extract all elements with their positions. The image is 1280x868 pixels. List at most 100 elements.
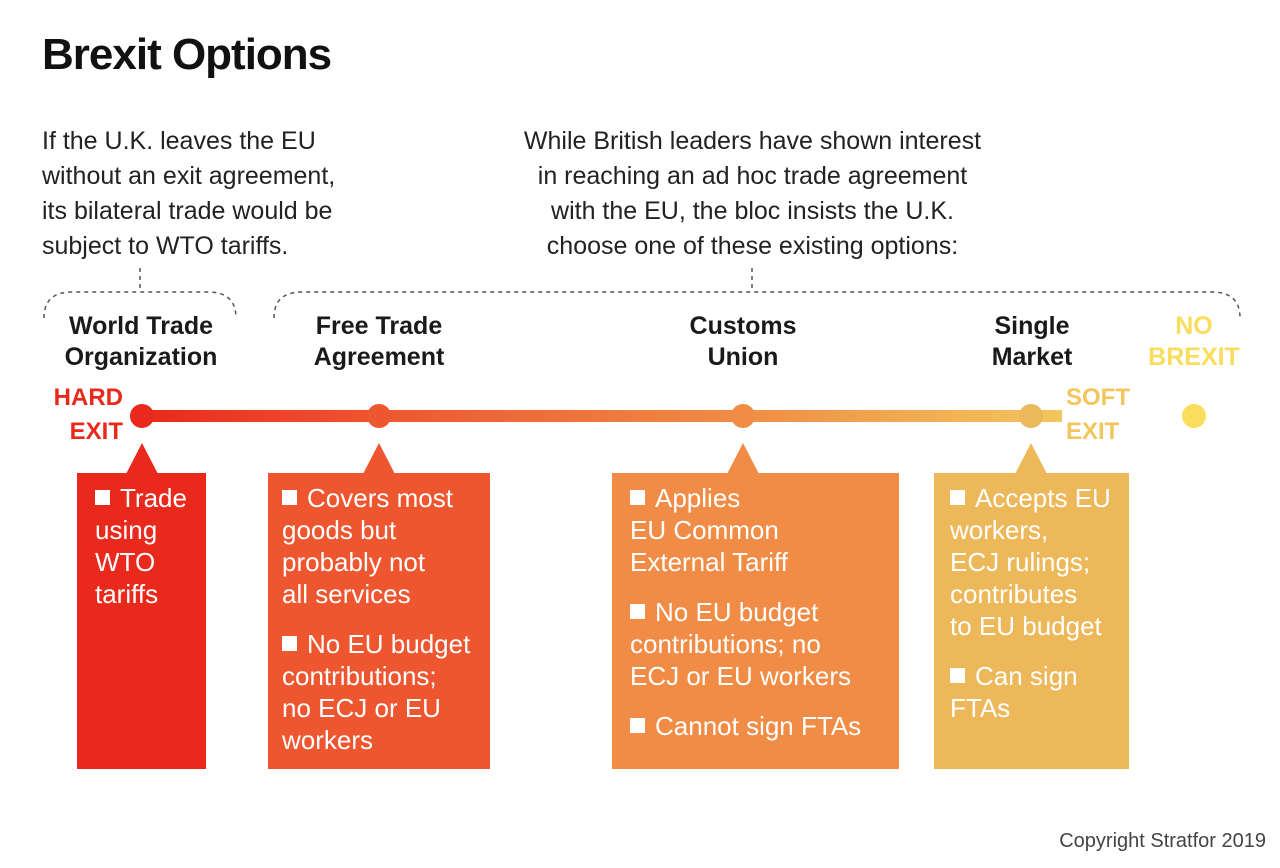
bullet-line: WTO xyxy=(95,547,156,577)
bullet-text: Can sign xyxy=(975,661,1078,691)
wto-bracket xyxy=(43,291,237,319)
bullet-square-icon xyxy=(950,490,965,505)
intro-left-line: subject to WTO tariffs. xyxy=(42,232,289,260)
label-line: BREXIT xyxy=(1148,343,1240,371)
hard-to-soft-spectrum xyxy=(140,410,1062,422)
label-line: EXIT xyxy=(1066,418,1120,445)
bullet-line: workers, xyxy=(950,515,1049,545)
bullet-square-icon xyxy=(95,490,110,505)
label-line: Agreement xyxy=(313,343,445,371)
intro-right-line: While British leaders have shown interes… xyxy=(523,127,982,155)
single-market-dot xyxy=(1019,404,1043,428)
label-line: HARD xyxy=(53,384,123,411)
options-explanation: While British leaders have shown interes… xyxy=(480,124,1025,264)
bullet-square-icon xyxy=(282,490,297,505)
bullet-square-icon xyxy=(950,668,965,683)
page-title: Brexit Options xyxy=(42,30,332,79)
wto-pointer xyxy=(126,443,158,474)
wto-dot xyxy=(130,404,154,428)
customs-pointer xyxy=(727,443,759,474)
bullet-line: ECJ rulings; xyxy=(950,547,1091,577)
intro-right-line: choose one of these existing options: xyxy=(546,232,959,260)
label-line: Single xyxy=(994,312,1070,340)
wto-box: Trade using WTO tariffs xyxy=(77,473,206,769)
bullet-line: to EU budget xyxy=(950,611,1102,641)
bullet-square-icon xyxy=(630,718,645,733)
options-bracket xyxy=(273,291,1241,319)
bullet-line: Can sign xyxy=(950,660,1111,692)
bullet-line: no ECJ or EU xyxy=(282,693,441,723)
bullet-line: Cannot sign FTAs xyxy=(630,710,881,742)
wto-explanation: If the U.K. leaves the EU without an exi… xyxy=(42,124,382,264)
bullet-text: Covers most xyxy=(307,483,453,513)
bullet-line: workers xyxy=(282,725,374,755)
label-line: Union xyxy=(707,343,779,371)
bullet-line: Covers most xyxy=(282,482,472,514)
label-line: Free Trade xyxy=(315,312,443,340)
bullet-line: probably not xyxy=(282,547,426,577)
bullet-square-icon xyxy=(630,604,645,619)
fta-label: Free Trade Agreement xyxy=(314,311,445,373)
wto-label: World Trade Organization xyxy=(65,311,218,373)
no-brexit-label: NO BREXIT xyxy=(1148,311,1240,373)
customs-union-box: Applies EU Common External Tariff No EU … xyxy=(612,473,899,769)
single-market-label: Single Market xyxy=(992,311,1073,373)
bullet-line: ECJ or EU workers xyxy=(630,661,852,691)
label-line: Market xyxy=(991,343,1073,371)
bullet-line: FTAs xyxy=(950,693,1011,723)
label-line: Customs xyxy=(689,312,797,340)
hard-exit-label: HARD EXIT xyxy=(54,381,123,449)
bullet-line: contributes xyxy=(950,579,1078,609)
bullet-line: all services xyxy=(282,579,411,609)
bullet-line: goods but xyxy=(282,515,397,545)
bullet-item: Cannot sign FTAs xyxy=(630,710,881,742)
soft-exit-label: SOFT EXIT xyxy=(1066,381,1130,449)
bullet-square-icon xyxy=(282,636,297,651)
intro-right-line: in reaching an ad hoc trade agreement xyxy=(537,162,968,190)
bullet-text: Trade xyxy=(120,483,187,513)
single-market-pointer xyxy=(1015,443,1047,474)
intro-left-line: its bilateral trade would be xyxy=(42,197,333,225)
bullet-item: Trade using WTO tariffs xyxy=(95,482,188,610)
bullet-line: Trade xyxy=(95,482,188,514)
label-line: World Trade xyxy=(68,312,214,340)
bullet-text: No EU budget xyxy=(655,597,819,627)
label-line: EXIT xyxy=(69,418,123,445)
bullet-item: Applies EU Common External Tariff xyxy=(630,482,881,578)
intro-left-line: If the U.K. leaves the EU xyxy=(42,127,316,155)
bullet-text: Applies xyxy=(655,483,741,513)
bullet-item: Accepts EU workers, ECJ rulings; contrib… xyxy=(950,482,1111,642)
bullet-item: Covers most goods but probably not all s… xyxy=(282,482,472,610)
bullet-item: No EU budget contributions; no ECJ or EU… xyxy=(630,596,881,692)
bullet-square-icon xyxy=(630,490,645,505)
single-market-box: Accepts EU workers, ECJ rulings; contrib… xyxy=(934,473,1129,769)
bullet-item: Can sign FTAs xyxy=(950,660,1111,724)
fta-pointer xyxy=(363,443,395,474)
fta-dot xyxy=(367,404,391,428)
bullet-line: No EU budget xyxy=(282,628,472,660)
label-line: SOFT xyxy=(1066,384,1130,411)
bullet-text: Cannot sign FTAs xyxy=(655,711,862,741)
copyright-notice: Copyright Stratfor 2019 xyxy=(1059,830,1266,852)
bullet-line: Applies xyxy=(630,482,881,514)
intro-right-line: with the EU, the bloc insists the U.K. xyxy=(551,197,954,225)
bullet-text: Accepts EU xyxy=(975,483,1111,513)
bullet-text: No EU budget xyxy=(307,629,471,659)
label-line: NO xyxy=(1175,312,1213,340)
customs-union-label: Customs Union xyxy=(690,311,797,373)
intro-left-line: without an exit agreement, xyxy=(42,162,336,190)
bullet-line: EU Common xyxy=(630,515,779,545)
no-brexit-dot xyxy=(1182,404,1206,428)
bullet-line: contributions; no xyxy=(630,629,821,659)
label-line: Organization xyxy=(64,343,218,371)
bullet-line: No EU budget xyxy=(630,596,881,628)
bullet-line: External Tariff xyxy=(630,547,789,577)
customs-dot xyxy=(731,404,755,428)
bullet-line: using xyxy=(95,515,158,545)
bullet-item: No EU budget contributions; no ECJ or EU… xyxy=(282,628,472,756)
bullet-line: Accepts EU xyxy=(950,482,1111,514)
bullet-line: contributions; xyxy=(282,661,437,691)
fta-box: Covers most goods but probably not all s… xyxy=(268,473,490,769)
bullet-line: tariffs xyxy=(95,579,159,609)
